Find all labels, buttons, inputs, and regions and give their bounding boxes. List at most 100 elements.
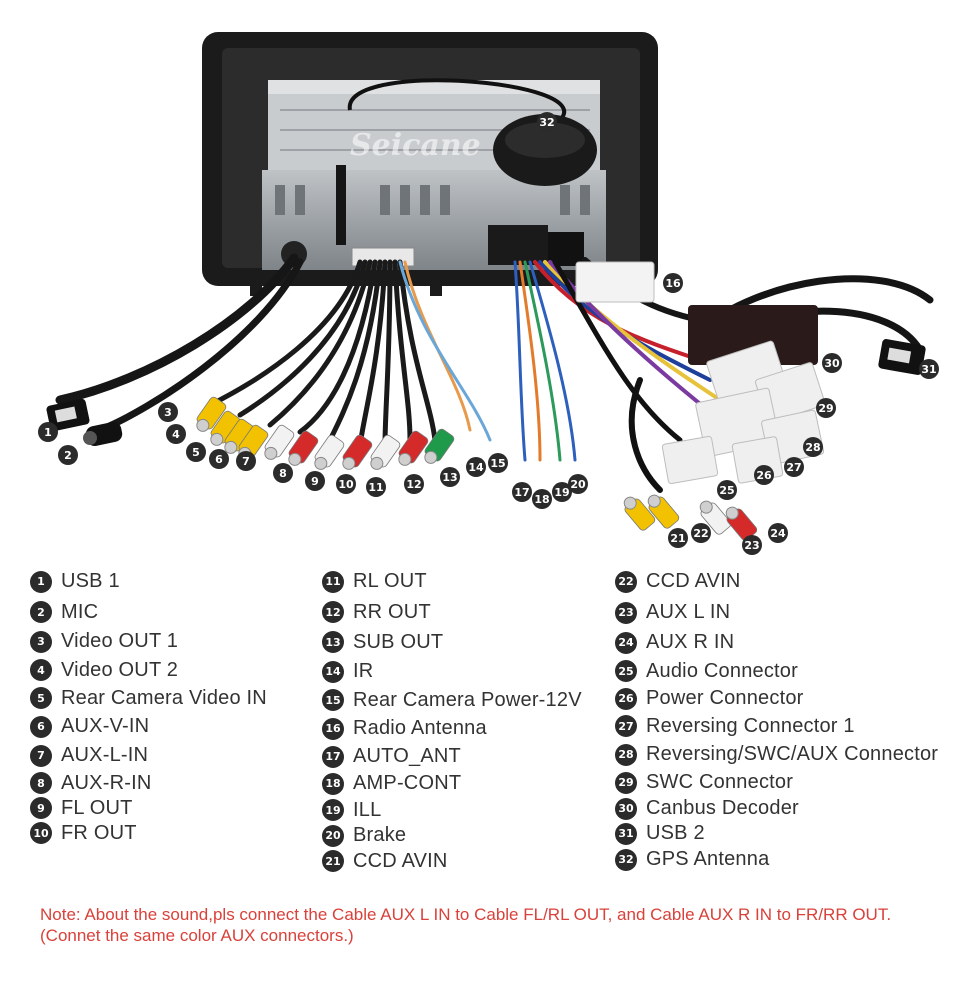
legend-number-badge: 22 <box>615 570 637 593</box>
svg-text:28: 28 <box>805 441 820 454</box>
wiring-diagram: Seicane <box>38 32 939 555</box>
svg-text:32: 32 <box>539 116 554 129</box>
legend-label: AUTO_ANT <box>353 745 461 767</box>
svg-text:16: 16 <box>665 277 681 290</box>
svg-text:18: 18 <box>534 493 549 506</box>
radio-antenna-adapter <box>575 261 655 303</box>
rca-plug <box>264 424 295 460</box>
legend-number-badge: 29 <box>615 771 637 794</box>
legend-label: SUB OUT <box>353 630 444 653</box>
rca-plug <box>288 430 319 466</box>
callout-29: 29 <box>816 398 836 418</box>
svg-text:30: 30 <box>824 357 840 370</box>
rca-plug <box>623 496 656 531</box>
callout-12: 12 <box>404 474 424 494</box>
legend-label: AUX L IN <box>646 601 731 623</box>
rca-plugs-right <box>623 494 758 541</box>
svg-text:7: 7 <box>242 455 250 468</box>
legend-label: FR OUT <box>61 821 137 844</box>
callout-27: 27 <box>784 457 804 477</box>
legend-number-badge: 5 <box>30 687 52 709</box>
legend-number-badge: 16 <box>322 717 344 740</box>
svg-text:5: 5 <box>192 446 200 459</box>
legend-number-badge: 12 <box>322 601 344 623</box>
legend-item: 17 AUTO_ANT <box>322 743 582 770</box>
callout-23: 23 <box>742 535 762 555</box>
callout-32: 32 <box>537 112 557 132</box>
svg-text:10: 10 <box>338 478 354 491</box>
svg-text:14: 14 <box>468 461 484 474</box>
legend-number-badge: 15 <box>322 689 344 711</box>
svg-text:6: 6 <box>215 453 223 466</box>
watermark: Seicane <box>350 128 481 163</box>
callout-30: 30 <box>822 353 842 373</box>
rca-plug <box>224 418 255 454</box>
callout-26: 26 <box>754 465 774 485</box>
svg-text:20: 20 <box>570 478 586 491</box>
legend-number-badge: 6 <box>30 715 52 738</box>
legend-item: 16 Radio Antenna <box>322 714 582 743</box>
sound-note: Note: About the sound,pls connect the Ca… <box>40 905 892 945</box>
legend-number-badge: 3 <box>30 630 52 653</box>
legend-number-badge: 31 <box>615 822 637 845</box>
legend-number-badge: 26 <box>615 687 637 710</box>
legend-label: Rear Camera Video IN <box>61 686 267 709</box>
rca-plug <box>699 500 732 535</box>
callout-28: 28 <box>803 437 823 457</box>
legend-label: Video OUT 1 <box>61 630 179 652</box>
callout-4: 4 <box>166 424 186 444</box>
callout-18: 18 <box>532 489 552 509</box>
rca-plug <box>647 494 680 529</box>
legend-label: Power Connector <box>646 687 804 709</box>
legend-number-badge: 13 <box>322 631 344 653</box>
legend-label: RR OUT <box>353 600 431 623</box>
callout-31: 31 <box>919 359 939 379</box>
rca-plug <box>725 506 758 541</box>
svg-text:21: 21 <box>670 532 685 545</box>
svg-text:29: 29 <box>818 402 833 415</box>
rca-plug <box>370 434 401 470</box>
legend-number-badge: 17 <box>322 745 344 768</box>
legend-item: 12 RR OUT <box>322 597 582 627</box>
legend-label: Reversing/SWC/AUX Connector <box>646 743 939 765</box>
callout-10: 10 <box>336 474 356 494</box>
legend-label: AUX R IN <box>646 631 735 653</box>
usb-1-plug <box>46 398 90 432</box>
legend-number-badge: 30 <box>615 797 637 820</box>
svg-text:2: 2 <box>64 449 72 462</box>
callout-16: 16 <box>663 273 683 293</box>
legend-number-badge: 14 <box>322 660 344 683</box>
svg-text:24: 24 <box>770 527 786 540</box>
svg-text:22: 22 <box>693 527 708 540</box>
callout-9: 9 <box>305 471 325 491</box>
callout-25: 25 <box>717 480 737 500</box>
rca-plug <box>424 428 455 464</box>
svg-text:13: 13 <box>442 471 457 484</box>
legend-number-badge: 10 <box>30 822 52 844</box>
left-harness <box>55 253 492 448</box>
legend-label: Radio Antenna <box>353 717 487 739</box>
legend-label: USB 1 <box>61 570 120 592</box>
svg-text:9: 9 <box>311 475 319 488</box>
legend-number-badge: 11 <box>322 570 344 593</box>
wifi-antenna <box>336 165 346 245</box>
